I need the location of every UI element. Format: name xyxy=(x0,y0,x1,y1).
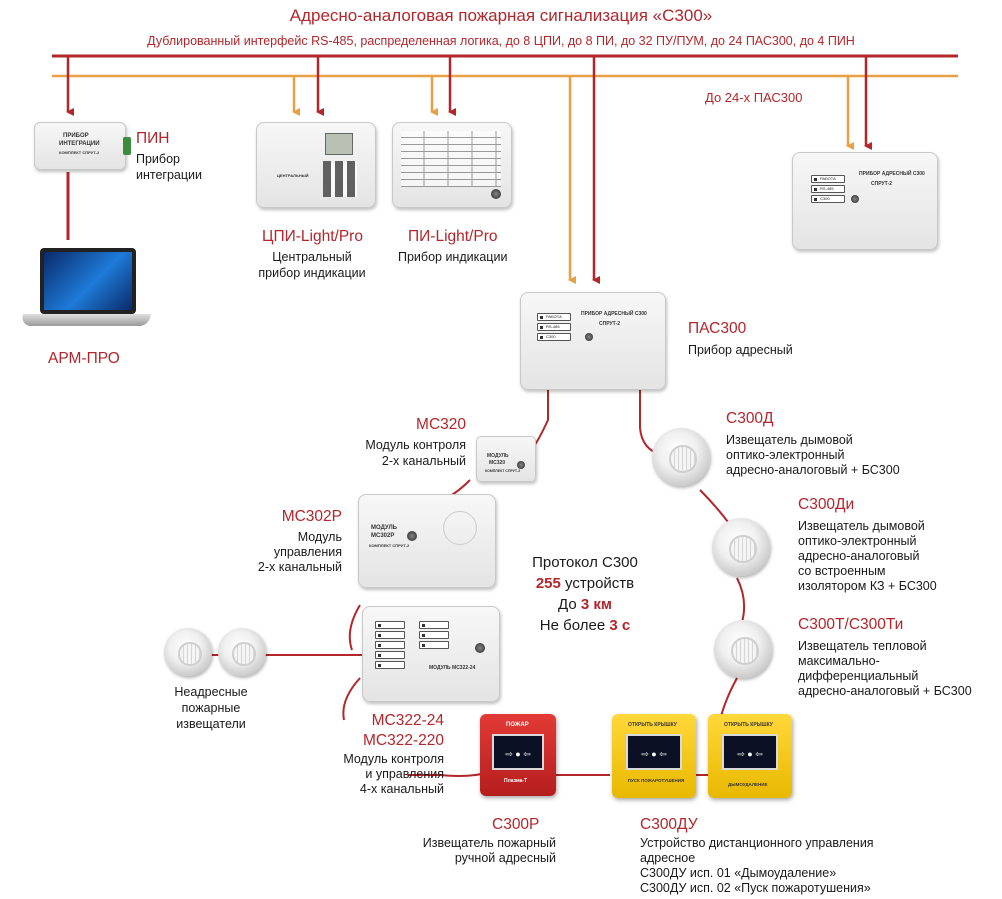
pi-name: ПИ-Light/Pro xyxy=(408,228,498,245)
manual-call-point-c300r-image: ПОЖАР Плазма-Т xyxy=(480,714,556,796)
cpi-desc-1: Центральный xyxy=(272,250,352,264)
heat-detector-c300t-icon xyxy=(714,620,772,678)
c300d-desc-2: оптико-электронный xyxy=(726,448,845,462)
c300t-desc-1: Извещатель тепловой xyxy=(798,639,927,653)
smoke-detector-icon xyxy=(164,628,212,676)
pi-desc-1: Прибор индикации xyxy=(398,250,508,264)
mc320-device-image: МОДУЛЬ МС320 КОМПЛЕКТ СПРУТ-2 xyxy=(476,436,536,482)
c300du-name: С300ДУ xyxy=(640,816,698,833)
nonaddr-desc-2: пожарные xyxy=(181,701,241,715)
protocol-time: 3 с xyxy=(609,617,631,634)
c300du-desc-2: адресное xyxy=(640,851,696,865)
c300r-desc-1: Извещатель пожарный xyxy=(422,836,556,850)
mc302r-desc-2: управления xyxy=(273,545,342,559)
pas300-device-image: ПРИБОР АДРЕСНЫЙ С300 СПРУТ-2 РАБОТА RS-4… xyxy=(520,292,666,390)
c300di-desc-1: Извещатель дымовой xyxy=(798,519,925,533)
mc322-desc-3: 4-х канальный xyxy=(359,782,444,796)
c300d-desc-3: адресно-аналоговый + БС300 xyxy=(726,463,900,477)
c300du-desc-4: С300ДУ исп. 02 «Пуск пожаротушения» xyxy=(640,881,871,895)
c300t-desc-4: адресно-аналоговый + БС300 xyxy=(798,684,972,698)
mc322-desc-2: и управления xyxy=(365,767,444,781)
mc320-desc-2: 2-х канальный xyxy=(381,454,466,468)
mc302r-device-image: МОДУЛЬ МС302Р КОМПЛЕКТ СПРУТ-2 xyxy=(358,494,496,588)
pas300-name: ПАС300 xyxy=(688,320,747,337)
smoke-detector-icon xyxy=(218,628,266,676)
remote-control-c300du-fire-extinguishing-image: ОТКРЫТЬ КРЫШКУ ПУСК ПОЖАРОТУШЕНИЯ xyxy=(612,714,696,798)
c300di-desc-5: изолятором КЗ + БС300 xyxy=(798,579,937,593)
mc322-name-2: МС322-220 xyxy=(363,732,444,749)
protocol-distance: 3 км xyxy=(580,596,612,613)
mc320-desc-1: Модуль контроля xyxy=(365,438,466,452)
smoke-detector-c300d-icon xyxy=(652,428,710,486)
c300t-desc-3: дифференциальный xyxy=(798,669,919,683)
pi-device-image xyxy=(392,122,512,208)
pas300-desc-1: Прибор адресный xyxy=(688,343,793,357)
pin-device-image: ПРИБОР ИНТЕГРАЦИИ КОМПЛЕКТ СПРУТ-2 xyxy=(34,122,131,170)
c300di-name: С300Ди xyxy=(798,496,855,513)
nonaddr-desc-1: Неадресные xyxy=(174,685,248,699)
mc322-name-1: МС322-24 xyxy=(371,712,444,729)
bus-description: Дублированный интерфейс RS-485, распреде… xyxy=(147,34,855,48)
pin-desc-1: Прибор xyxy=(136,152,180,166)
c300d-name: С300Д xyxy=(726,410,774,427)
c300-loop xyxy=(342,390,746,777)
c300di-desc-4: со встроенным xyxy=(798,564,886,578)
pas-count-note: До 24-х ПАС300 xyxy=(705,90,803,105)
mc322-desc-1: Модуль контроля xyxy=(343,752,444,766)
terminal-block-icon xyxy=(123,137,131,155)
protocol-info: Протокол С300 255 устройств До 3 км Не б… xyxy=(520,552,650,636)
cpi-device-image: ЦЕНТРАЛЬНЫЙ xyxy=(256,122,376,208)
c300t-name: С300Т/С300Ти xyxy=(798,616,904,633)
c300di-desc-2: оптико-электронный xyxy=(798,534,917,548)
c300r-desc-2: ручной адресный xyxy=(454,851,556,865)
pas300-secondary-image: ПРИБОР АДРЕСНЫЙ С300 СПРУТ-2 РАБОТА RS-4… xyxy=(792,152,938,250)
protocol-devices-num: 255 xyxy=(535,575,561,592)
c300r-name: С300Р xyxy=(492,816,540,833)
c300di-desc-3: адресно-аналоговый xyxy=(798,549,920,563)
mc302r-name: МС302Р xyxy=(281,508,342,525)
diagram-title: Адресно-аналоговая пожарная сигнализация… xyxy=(289,6,713,25)
cpi-name: ЦПИ-Light/Pro xyxy=(262,228,363,245)
cpi-desc-2: прибор индикации xyxy=(258,266,366,280)
mc302r-desc-3: 2-х канальный xyxy=(257,560,342,574)
pin-name: ПИН xyxy=(136,130,170,147)
c300d-desc-1: Извещатель дымовой xyxy=(726,433,853,447)
mc320-name: МС320 xyxy=(416,416,466,433)
mc302r-desc-1: Модуль xyxy=(297,530,342,544)
pin-desc-2: интеграции xyxy=(136,168,203,182)
c300du-desc-3: С300ДУ исп. 01 «Дымоудаление» xyxy=(640,866,837,880)
remote-control-c300du-smoke-removal-image: ОТКРЫТЬ КРЫШКУ ДЫМОУДАЛЕНИЕ xyxy=(708,714,792,798)
laptop-icon xyxy=(21,248,151,338)
c300t-desc-2: максимально- xyxy=(798,654,880,668)
protocol-line-1: Протокол С300 xyxy=(532,554,638,571)
c300du-desc-1: Устройство дистанционного управления xyxy=(640,836,874,850)
smoke-detector-c300di-icon xyxy=(712,518,770,576)
mc322-device-image: МОДУЛЬ МС322-24 xyxy=(362,606,500,702)
arm-name: АРМ-ПРО xyxy=(48,350,120,367)
nonaddr-desc-3: извещатели xyxy=(176,717,246,731)
